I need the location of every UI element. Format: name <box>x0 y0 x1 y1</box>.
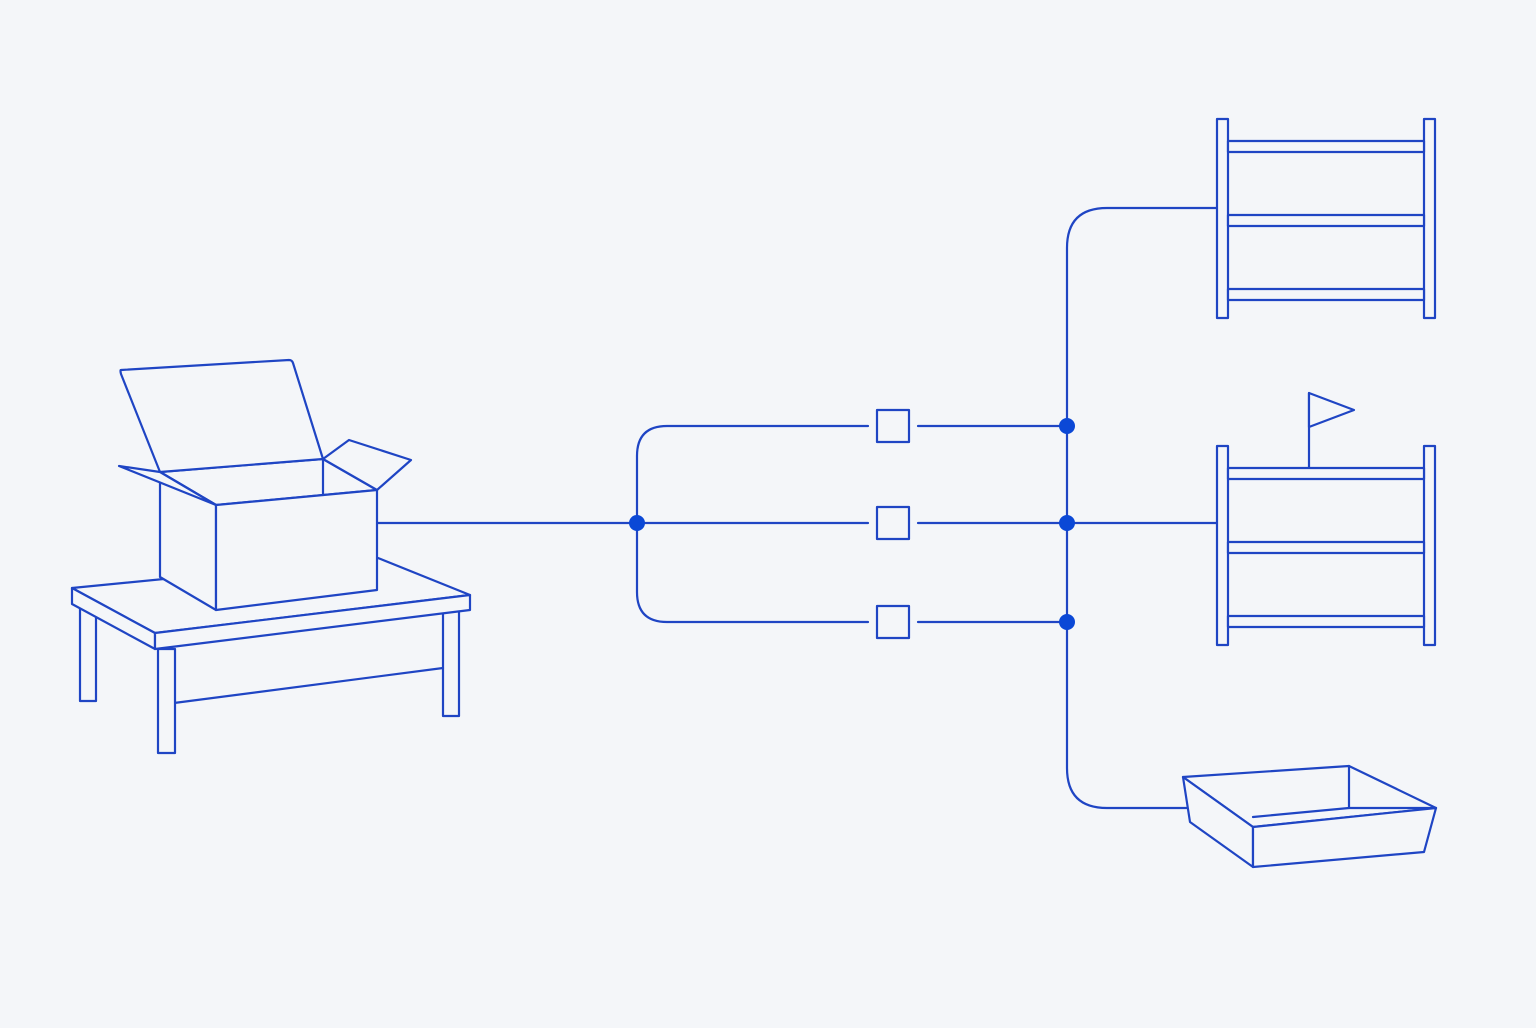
connector-split-bottom <box>635 521 870 624</box>
flagged-shelf-rack-icon <box>1215 391 1437 647</box>
open-box-on-table-icon <box>70 358 472 755</box>
shelf-rack-icon <box>1215 117 1437 320</box>
connector-merge-to-top-shelf <box>1065 206 1219 428</box>
merge-node-top-icon <box>1059 418 1075 434</box>
connector-split-top <box>635 424 870 525</box>
checkpoint-square-icon <box>875 505 911 541</box>
split-node-icon <box>629 515 645 531</box>
merge-node-bottom-icon <box>1059 614 1075 630</box>
checkpoints <box>875 408 911 640</box>
checkpoint-square-icon <box>875 604 911 640</box>
merge-node-middle-icon <box>1059 515 1075 531</box>
checkpoint-square-icon <box>875 408 911 444</box>
flag-icon <box>1307 391 1356 429</box>
open-tray-icon <box>1181 764 1438 869</box>
connectors <box>375 206 1219 810</box>
junction-nodes <box>629 418 1075 630</box>
connector-merge-to-tray <box>1065 424 1192 810</box>
